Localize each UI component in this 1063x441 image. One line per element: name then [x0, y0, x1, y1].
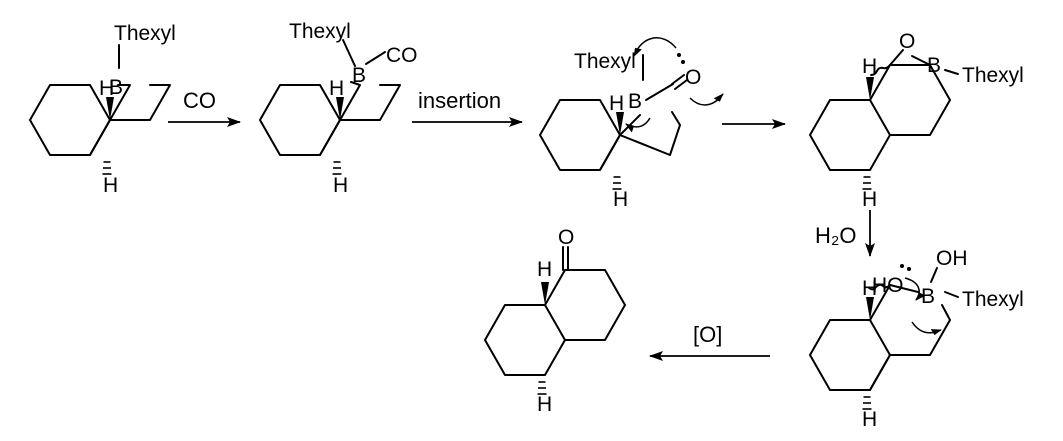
molecule-decalone-product: H O H — [484, 226, 626, 416]
boron-label: B — [109, 76, 123, 99]
hydrogen-label: H — [99, 77, 114, 100]
boron-label: B — [628, 90, 642, 113]
hydroxy-label: OH — [936, 247, 968, 270]
hydrogen-label: H — [537, 393, 552, 416]
boron-label: B — [927, 54, 941, 77]
molecule-thexylborinane: H B Thexyl H — [29, 22, 176, 197]
boron-label: B — [352, 64, 366, 87]
reagent-insertion-label: insertion — [418, 88, 501, 113]
molecule-oxaborirane: H O B Thexyl H — [809, 30, 1024, 211]
thexyl-label: Thexyl — [114, 22, 176, 45]
hydrogen-label: H — [613, 188, 628, 211]
hydrogen-label: H — [329, 77, 344, 100]
boron-label: B — [921, 285, 935, 308]
reagent-co-label: CO — [183, 88, 216, 113]
hydrogen-label: H — [862, 188, 877, 211]
molecule-hydrated-borinate: H HO B OH Thexyl H — [809, 247, 1024, 431]
oxygen-label: O — [899, 30, 915, 53]
reagent-oxidation-label: [O] — [693, 322, 722, 347]
molecule-borane-co-complex: H B Thexyl CO H — [259, 20, 418, 197]
oxygen-label: O — [685, 66, 701, 89]
thexyl-label: Thexyl — [962, 288, 1024, 311]
hydrogen-label: H — [537, 258, 552, 281]
thexyl-label: Thexyl — [962, 64, 1024, 87]
hydrogen-label: H — [862, 408, 877, 431]
hydrogen-label: H — [609, 92, 624, 115]
hydroxy-label: HO — [872, 274, 904, 297]
hydrogen-label: H — [862, 277, 877, 300]
oxygen-label: O — [558, 226, 574, 249]
hydrogen-label: H — [862, 55, 877, 78]
hydrogen-label: H — [333, 174, 348, 197]
molecule-acylborane-intermediate: H B Thexyl O H — [539, 37, 724, 211]
thexyl-label: Thexyl — [289, 20, 351, 43]
hydrogen-label: H — [103, 174, 118, 197]
reagent-water-label: H₂O — [815, 223, 857, 248]
thexyl-label: Thexyl — [574, 50, 636, 73]
carbonyl-group-label: CO — [386, 44, 418, 67]
